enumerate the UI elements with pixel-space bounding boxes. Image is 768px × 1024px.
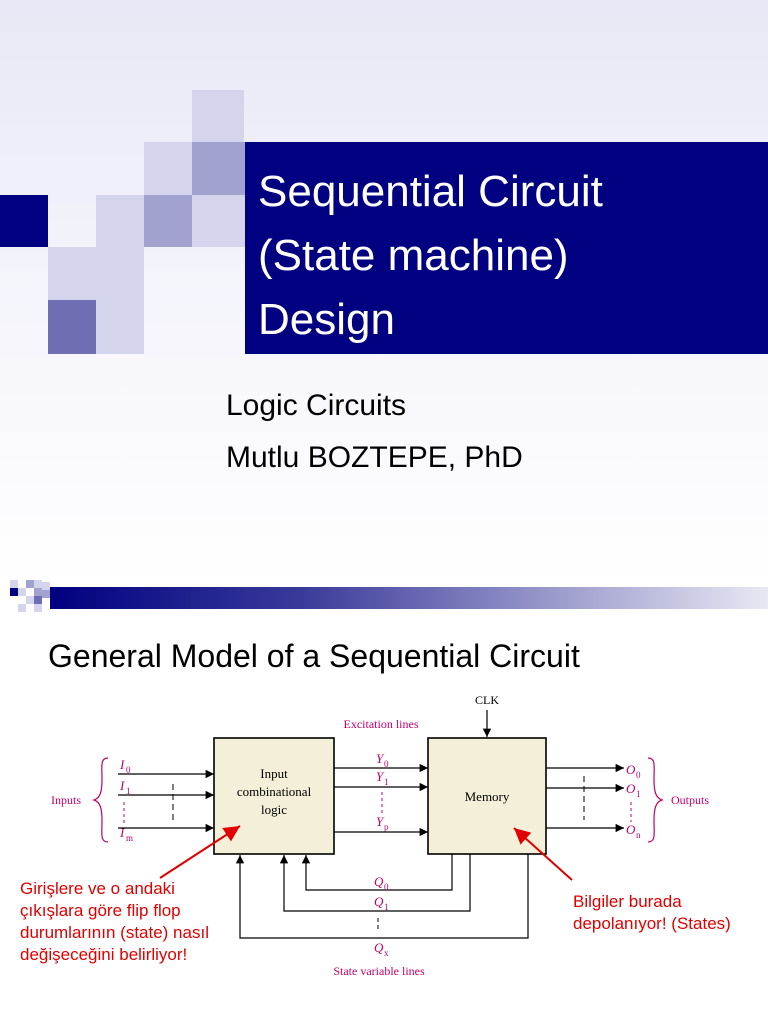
decor-square [18, 588, 26, 596]
decor-square [144, 195, 192, 247]
output-label: O [626, 762, 636, 777]
input-subscript: 1 [126, 786, 131, 796]
clk-label: CLK [475, 693, 499, 707]
y-label: Y [376, 769, 385, 784]
state-feedback-line [301, 854, 453, 891]
output-subscript: 0 [636, 770, 641, 780]
y-subscript: p [384, 822, 389, 832]
excitation-lines-label: Excitation lines [344, 717, 419, 731]
output-label: O [626, 822, 636, 837]
q-label: Q [374, 940, 384, 955]
decor-square [10, 588, 18, 596]
decor-square [42, 590, 50, 598]
decor-square [34, 580, 42, 588]
annotation-note-left: Girişlere ve o andaki çıkışlara göre fli… [20, 879, 209, 964]
decor-square [10, 580, 18, 588]
q-subscript: 1 [384, 902, 389, 912]
decor-square [96, 195, 144, 247]
q-label: Q [374, 874, 384, 889]
course-name: Logic Circuits [226, 389, 407, 422]
q-subscript: x [384, 948, 389, 958]
output-subscript: n [636, 830, 641, 840]
decor-square [48, 247, 96, 300]
annotation-arrow-left [159, 825, 241, 879]
decor-square [96, 300, 144, 354]
state-feedback-line [235, 854, 529, 939]
annotation-note-right: Bilgiler burada depolanıyor! (States) [573, 892, 731, 933]
content-slide: General Model of a Sequential Circuit In… [0, 580, 768, 1024]
decor-square [192, 195, 245, 247]
input-subscript: m [126, 833, 133, 843]
y-subscript: 0 [384, 759, 389, 769]
input-block-label: Input [260, 766, 288, 781]
y-label: Y [376, 751, 385, 766]
q-label: Q [374, 894, 384, 909]
sequential-circuit-diagram: Input combinational logic Memory CLK Exc… [51, 693, 709, 978]
outputs-brace [647, 757, 664, 843]
slide-title: Sequential Circuit (State machine) Desig… [258, 160, 603, 352]
decor-square [192, 142, 245, 195]
title-line: (State machine) [258, 231, 569, 280]
memory-block-label: Memory [465, 789, 510, 804]
y-label: Y [376, 814, 385, 829]
decor-square [26, 596, 34, 604]
decor-square [42, 582, 50, 590]
input-label: I [119, 757, 125, 772]
decor-square [26, 580, 34, 588]
decor-square [34, 604, 42, 612]
slide-subtitle: Logic Circuits Mutlu BOZTEPE, PhD [226, 380, 523, 484]
outputs-label: Outputs [671, 793, 709, 807]
annotation-arrow-right [513, 827, 573, 881]
decor-square [144, 142, 192, 195]
decor-square [48, 300, 96, 354]
slide-heading: General Model of a Sequential Circuit [48, 638, 580, 674]
inputs-label: Inputs [51, 793, 81, 807]
title-line: Design [258, 295, 395, 344]
title-slide: Sequential Circuit (State machine) Desig… [0, 0, 768, 580]
q-subscript: 0 [384, 882, 389, 892]
author-name: Mutlu BOZTEPE, PhD [226, 441, 523, 474]
accent-band-left [0, 195, 48, 247]
decor-square [192, 90, 244, 142]
input-subscript: 0 [126, 765, 131, 775]
output-subscript: 1 [636, 789, 641, 799]
input-block-label: logic [261, 802, 287, 817]
decor-square [96, 247, 144, 300]
title-line: Sequential Circuit [258, 167, 603, 216]
decor-square [18, 604, 26, 612]
inputs-brace [92, 757, 109, 843]
decor-square [34, 588, 42, 596]
y-subscript: 1 [384, 777, 389, 787]
state-feedback-line [279, 854, 471, 912]
input-label: I [119, 778, 125, 793]
output-label: O [626, 781, 636, 796]
input-block-label: combinational [237, 784, 312, 799]
state-variable-lines-label: State variable lines [333, 964, 425, 978]
header-divider [50, 587, 768, 609]
input-label: I [119, 825, 125, 840]
decor-square [34, 596, 42, 604]
title-band [245, 142, 768, 354]
